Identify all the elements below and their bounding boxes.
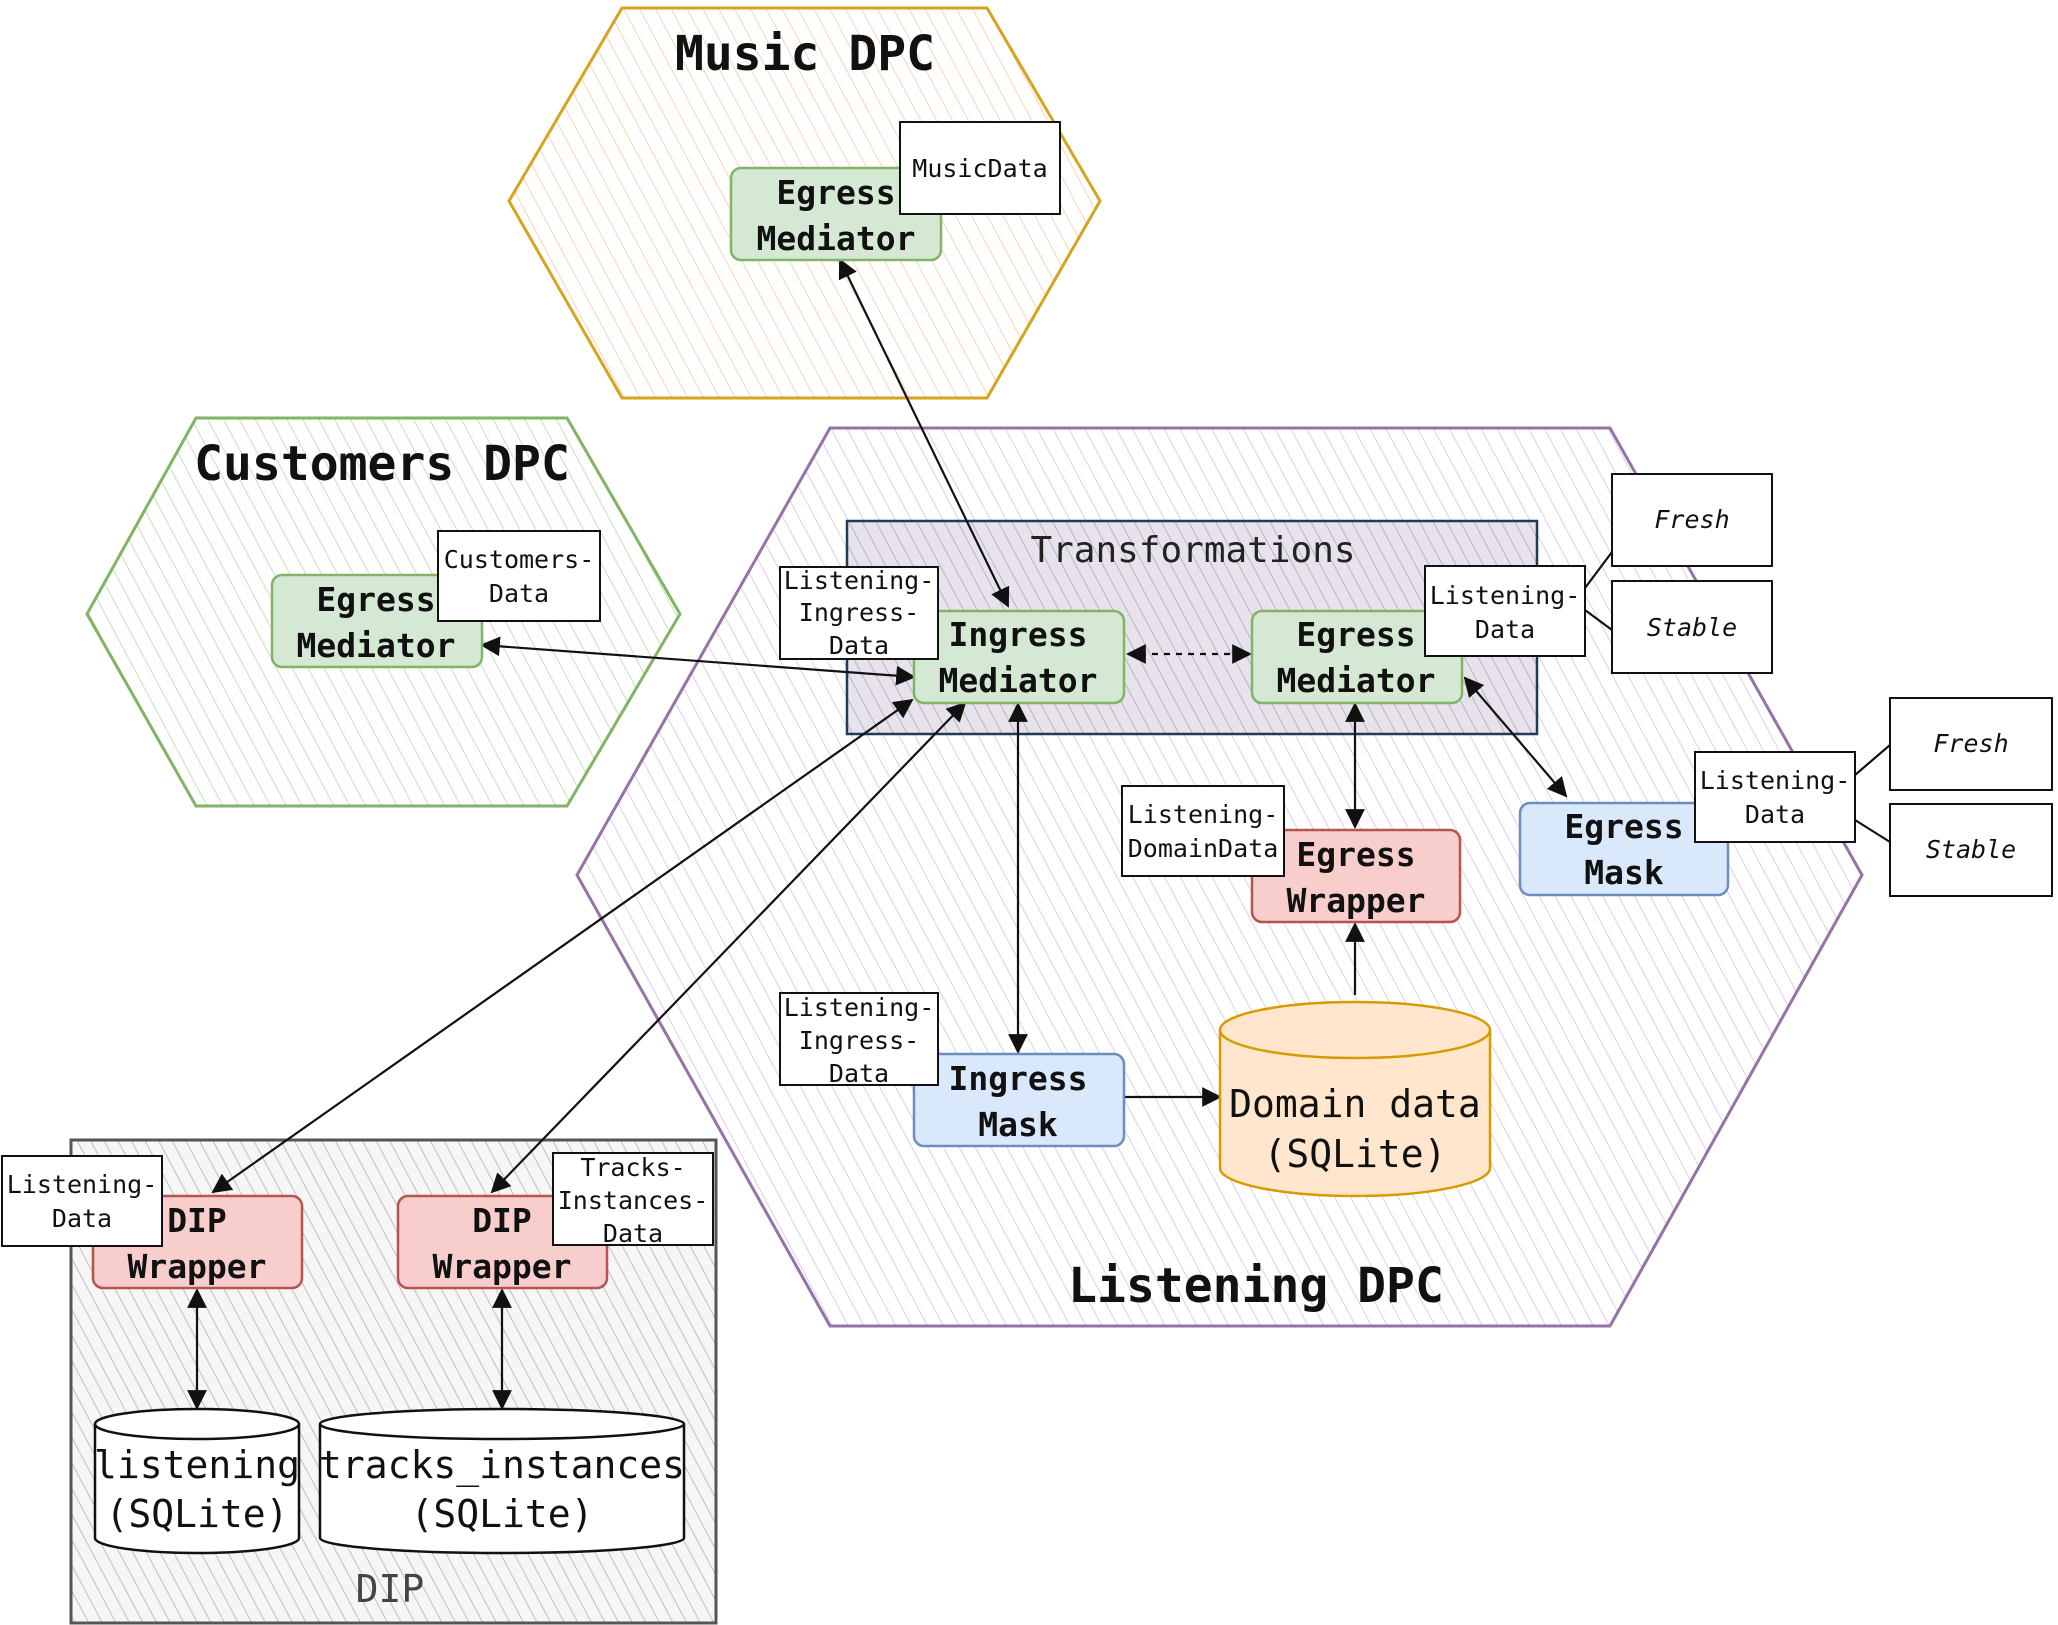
listening-db-line-2: (SQLite)	[105, 1492, 288, 1536]
egress-wrapper-line-2: Wrapper	[1286, 881, 1425, 920]
tag-ingress-data-bottom-line-1: Listening-	[784, 993, 935, 1022]
tag-stable-2: Stable	[1889, 803, 2053, 897]
tag-listening-data-egress-mediator: Listening- Data	[1424, 565, 1586, 657]
tag-dip-tracks-data-line-1: Tracks-	[580, 1153, 685, 1182]
tracks-db-line-2: (SQLite)	[410, 1492, 593, 1536]
music-egress-mediator-line-2: Mediator	[757, 219, 916, 258]
edge-tag-to-fresh-2	[1854, 744, 1891, 776]
tag-ingress-data-top-line-1: Listening-	[784, 566, 935, 595]
edge-customers-to-ingress	[480, 636, 916, 686]
egress-mask-line-2: Mask	[1584, 853, 1664, 892]
egress-wrapper: Egress Wrapper	[1250, 828, 1462, 924]
listening-db-line-1: listening	[94, 1443, 300, 1487]
edge-ingress-to-dip2	[490, 701, 967, 1194]
tracks-instances-database: tracks_instances (SQLite)	[318, 1407, 686, 1555]
domain-data-line-1: Domain data	[1229, 1082, 1481, 1126]
edges	[187, 258, 1891, 1410]
customers-egress-mediator: Egress Mediator	[270, 573, 484, 669]
tag-listening-ingress-data-top: Listening- Ingress- Data	[779, 566, 939, 660]
tag-egress-mediator-data-line-1: Listening-	[1430, 581, 1581, 610]
tag-domain-data-line-1: Listening-	[1128, 800, 1279, 829]
tag-fresh-2: Fresh	[1889, 697, 2053, 791]
tag-egress-mask-data-line-2: Data	[1745, 800, 1805, 829]
listening-database: listening (SQLite)	[93, 1407, 301, 1555]
dip-wrapper-1-line-2: Wrapper	[127, 1247, 266, 1286]
tracks-db-line-1: tracks_instances	[319, 1443, 685, 1488]
tag-customers-data-line-2: Data	[489, 579, 549, 608]
tag-ingress-data-bottom-line-3: Data	[829, 1059, 889, 1088]
tag-listening-data-egress-mask: Listening- Data	[1694, 751, 1856, 843]
tag-egress-mask-data-line-1: Listening-	[1700, 766, 1851, 795]
dip-label: DIP	[356, 1567, 425, 1611]
edge-music-to-ingress	[838, 258, 1010, 608]
listening-dpc-title: Listening DPC	[1068, 1258, 1444, 1314]
tag-dip-tracks-data-line-3: Data	[603, 1219, 663, 1248]
transformations-label: Transformations	[1030, 530, 1355, 571]
customers-egress-mediator-line-2: Mediator	[297, 626, 456, 665]
tag-stable-2-text: Stable	[1926, 835, 2016, 864]
tag-ingress-data-bottom-line-2: Ingress-	[799, 1026, 919, 1055]
domain-data-line-2: (SQLite)	[1263, 1132, 1446, 1176]
egress-mask: Egress Mask	[1518, 801, 1730, 897]
tag-customers-data-line-1: Customers-	[444, 545, 595, 574]
ingress-mask-line-2: Mask	[978, 1105, 1058, 1144]
tag-dip-listening-data-line-2: Data	[52, 1204, 112, 1233]
ingress-mask-line-1: Ingress	[948, 1059, 1087, 1098]
tag-dip-tracks-data-line-2: Instances-	[558, 1186, 709, 1215]
edge-egress-mediator-to-mask	[1463, 676, 1568, 798]
dip-wrapper-2-line-1: DIP	[472, 1201, 532, 1240]
tag-customers-data: Customers- Data	[437, 530, 601, 622]
listening-ingress-mediator: Ingress Mediator	[912, 609, 1126, 705]
tag-music-data-line-1: MusicData	[912, 154, 1047, 183]
listening-egress-mediator: Egress Mediator	[1250, 609, 1464, 705]
tag-listening-ingress-data-bottom: Listening- Ingress- Data	[779, 992, 939, 1088]
domain-data-database: Domain data (SQLite)	[1218, 1000, 1492, 1198]
tag-ingress-data-top-line-3: Data	[829, 631, 889, 660]
tag-fresh-1: Fresh	[1611, 473, 1773, 567]
tag-egress-mediator-data-line-2: Data	[1475, 615, 1535, 644]
customers-egress-mediator-line-1: Egress	[316, 580, 435, 619]
edge-tag-to-fresh-1	[1584, 551, 1613, 589]
tag-listening-domain-data: Listening- DomainData	[1121, 785, 1285, 877]
egress-mediator-line-2: Mediator	[1277, 661, 1436, 700]
customers-dpc-title: Customers DPC	[194, 436, 570, 492]
egress-mediator-line-1: Egress	[1296, 615, 1415, 654]
tag-dip-tracks-instances-data: Tracks- Instances- Data	[552, 1152, 714, 1248]
ingress-mask: Ingress Mask	[912, 1052, 1126, 1148]
ingress-mediator-line-2: Mediator	[939, 661, 1098, 700]
tag-ingress-data-top-line-2: Ingress-	[799, 598, 919, 627]
edge-tag-to-stable-2	[1854, 819, 1891, 843]
dip-wrapper-2-line-2: Wrapper	[432, 1247, 571, 1286]
edge-tag-to-stable-1	[1584, 609, 1613, 631]
music-egress-mediator-line-1: Egress	[776, 173, 895, 212]
tag-music-data: MusicData	[899, 121, 1061, 215]
tag-stable-1-text: Stable	[1647, 613, 1737, 642]
tag-stable-1: Stable	[1611, 580, 1773, 674]
tag-fresh-2-text: Fresh	[1933, 729, 2008, 758]
egress-mask-line-1: Egress	[1564, 807, 1683, 846]
egress-wrapper-line-1: Egress	[1296, 835, 1415, 874]
tag-domain-data-line-2: DomainData	[1128, 834, 1279, 863]
tag-dip-listening-data: Listening- Data	[1, 1155, 163, 1247]
dip-wrapper-1-line-1: DIP	[167, 1201, 227, 1240]
music-egress-mediator: Egress Mediator	[729, 166, 943, 262]
ingress-mediator-line-1: Ingress	[948, 615, 1087, 654]
tag-fresh-1-text: Fresh	[1654, 505, 1729, 534]
tag-dip-listening-data-line-1: Listening-	[7, 1170, 158, 1199]
music-dpc-title: Music DPC	[675, 26, 935, 82]
